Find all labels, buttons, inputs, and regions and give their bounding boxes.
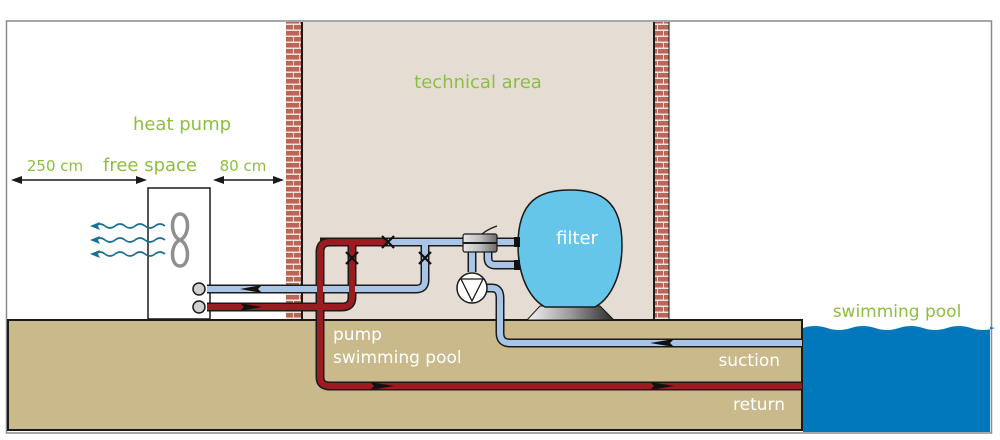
heat-exhaust-waves: [94, 223, 166, 257]
valve-to-filter-lower-pipe: [485, 246, 516, 268]
flow-arrow-return-2: [650, 382, 674, 390]
heat-wave-arrowheads: [90, 222, 100, 258]
pool-water: [803, 326, 995, 432]
circulation-pump: [456, 272, 488, 304]
heat-pump-inlet-pipe: [207, 242, 428, 292]
flow-arrow-hp-inlet: [240, 285, 262, 293]
pump-triangle-icon: [459, 278, 485, 303]
valve-handle: [481, 225, 498, 235]
heat-pump-outlet-pipe: [207, 242, 355, 310]
right-clearance-label: 80 cm: [220, 157, 267, 175]
free-space-label: free space: [103, 155, 197, 176]
pipes-fill: [207, 239, 802, 389]
suction-label: suction: [718, 351, 780, 371]
brick-wall-left: [286, 22, 301, 320]
filter-base: [525, 305, 616, 321]
valve-x-icon: [418, 251, 432, 265]
flow-arrows: [240, 285, 674, 390]
heat-pump-unit: [147, 187, 211, 320]
heat-pump-outlet-connector: [192, 300, 206, 314]
return-label: return: [733, 395, 785, 415]
brick-wall-right: [654, 22, 669, 320]
left-clearance-label: 250 cm: [27, 157, 83, 175]
heat-pump-label: heat pump: [133, 114, 231, 135]
multiport-valve: [462, 225, 498, 253]
pump-label-line2: swimming pool: [333, 348, 462, 368]
swimming-pool-label: swimming pool: [833, 302, 962, 322]
filter-port-top: [514, 237, 520, 247]
filter-tank: [517, 189, 623, 308]
heat-pump-inlet-connector: [192, 282, 206, 296]
return-pipe: [317, 239, 802, 389]
flow-arrow-suction: [650, 339, 674, 347]
valve-x-icon: [345, 251, 359, 265]
valve-x-icon: [381, 235, 395, 249]
bypass-valves: [345, 235, 432, 265]
dimension-arrow-right: [213, 176, 284, 184]
flow-arrow-return-1: [370, 382, 394, 390]
technical-area-label: technical area: [414, 72, 542, 93]
filter-port-bottom: [514, 260, 520, 270]
fan-icon: [170, 212, 190, 268]
ground: [7, 319, 803, 431]
filter-label: filter: [556, 228, 598, 249]
pump-label-line1: pump: [333, 325, 382, 345]
flow-arrow-hp-outlet: [240, 303, 262, 311]
dimension-arrow-left: [11, 176, 147, 184]
suction-pipe: [486, 285, 802, 346]
